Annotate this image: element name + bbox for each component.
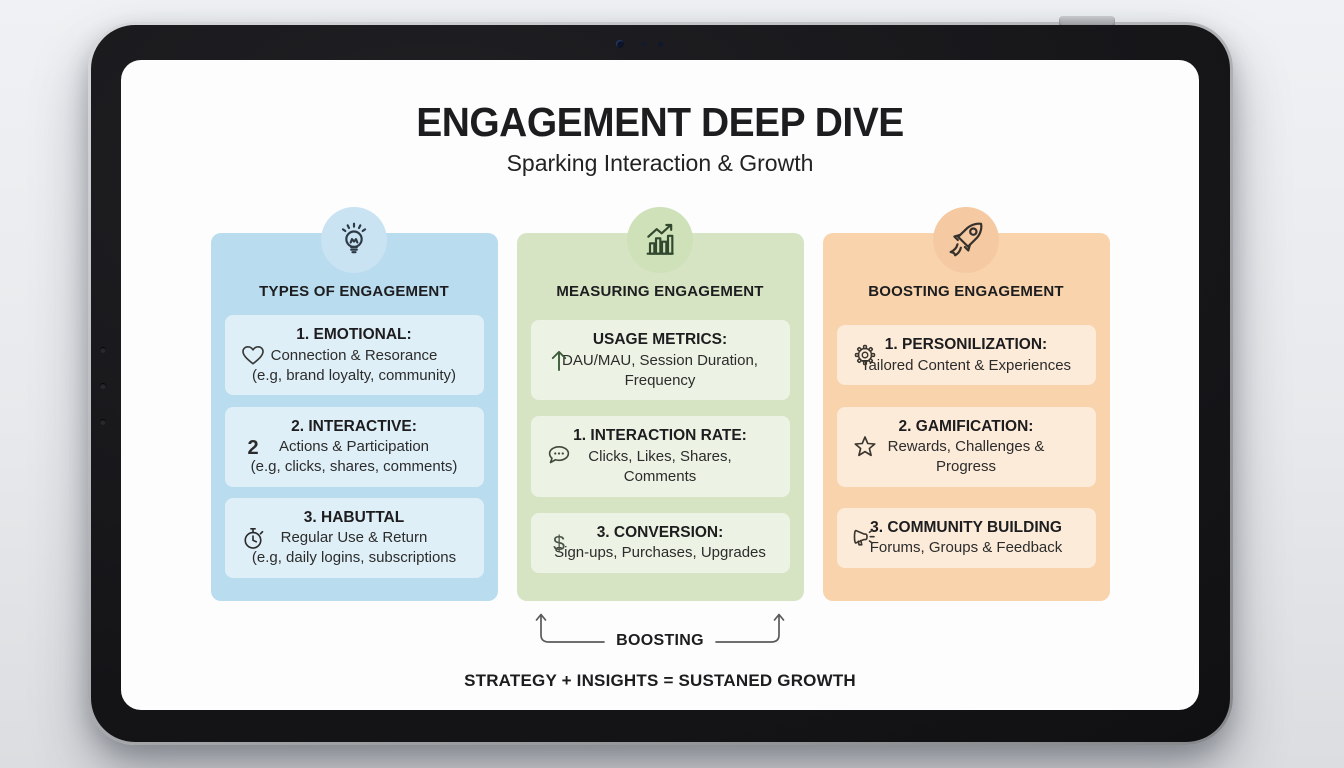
card-line: Forums, Groups & Feedback <box>869 539 1063 557</box>
card-title: 2. INTERACTIVE: <box>291 417 417 435</box>
page-subtitle: Sparking Interaction & Growth <box>506 150 814 177</box>
card-title: 2. GAMIFICATION: <box>898 417 1034 435</box>
column-header: TYPES OF ENGAGEMENT <box>259 283 449 301</box>
tablet-screen: ENGAGEMENT DEEP DIVE Sparking Interactio… <box>121 60 1199 710</box>
column-boosting-engagement: BOOSTING ENGAGEMENT 1. PERSONILIZATION: … <box>822 207 1110 602</box>
arrow-up-icon <box>544 345 574 375</box>
card-emotional: 1. EMOTIONAL: Connection & Resorance (e.… <box>224 315 484 396</box>
card-conversion: 3. CONVERSION: Sign-ups, Purchases, Upgr… <box>530 512 790 573</box>
card-personalization: 1. PERSONILIZATION: Tailored Content & E… <box>836 325 1096 386</box>
column-header: MEASURING ENGAGEMENT <box>556 283 764 301</box>
boosting-callout: BOOSTING <box>121 606 1199 650</box>
card-title: USAGE METRICS: <box>592 331 728 349</box>
speech-bubble-icon <box>544 441 574 471</box>
camera-lens <box>615 40 624 48</box>
boosting-label: BOOSTING <box>616 632 704 650</box>
column-icon-circle <box>627 207 693 274</box>
number-2-icon <box>238 432 268 462</box>
column-measuring-engagement: MEASURING ENGAGEMENT USAGE METRICS: DAU/… <box>516 207 804 602</box>
card-line: Sign-ups, Purchases, Upgrades <box>554 544 766 562</box>
growth-chart-icon <box>640 220 680 260</box>
megaphone-icon <box>850 523 880 553</box>
camera-sensor <box>657 42 663 47</box>
curved-arrow-up-left-icon <box>535 613 605 643</box>
card-line: Clicks, Likes, Shares, Comments <box>588 447 732 485</box>
curved-arrow-up-right-icon <box>715 613 785 643</box>
card-interactive: 2. INTERACTIVE: Actions & Participation … <box>224 406 484 487</box>
card-line: Connection & Resorance <box>270 346 438 364</box>
gear-icon <box>850 340 880 370</box>
tablet-device: ENGAGEMENT DEEP DIVE Sparking Interactio… <box>88 16 1233 745</box>
side-microphone-dots <box>100 347 106 451</box>
card-interaction-rate: 1. INTERACTION RATE: Clicks, Likes, Shar… <box>530 416 790 497</box>
card-title: 3. COMMUNITY BUILDING <box>870 518 1062 536</box>
card-line: (e.g, daily logins, subscriptions <box>251 549 457 567</box>
footer-formula: STRATEGY + INSIGHTS = SUSTANED GROWTH <box>464 671 856 691</box>
columns-row: TYPES OF ENGAGEMENT 1. EMOTIONAL: Connec… <box>121 207 1199 602</box>
heart-icon <box>238 340 268 370</box>
card-title: 1. PERSONILIZATION: <box>884 336 1048 354</box>
card-line: Rewards, Challenges & Progress <box>887 438 1045 475</box>
card-community-building: 3. COMMUNITY BUILDING Forums, Groups & F… <box>836 507 1096 568</box>
column-icon-circle <box>321 207 387 274</box>
camera-sensor <box>641 42 647 47</box>
column-header: BOOSTING ENGAGEMENT <box>868 283 1064 301</box>
card-line: DAU/MAU, Session Duration, Frequency <box>562 351 758 389</box>
card-line: (e.g, clicks, shares, comments) <box>250 457 458 475</box>
card-usage-metrics: USAGE METRICS: DAU/MAU, Session Duration… <box>530 320 790 401</box>
front-camera <box>615 39 706 49</box>
card-line: Tailored Content & Experiences <box>860 356 1072 374</box>
card-title: 1. INTERACTION RATE: <box>573 427 747 445</box>
card-title: 3. CONVERSION: <box>596 523 724 541</box>
card-line: Actions & Participation <box>278 438 430 455</box>
card-habitual: 3. HABUTTAL Regular Use & Return (e.g, d… <box>224 497 484 578</box>
card-gamification: 2. GAMIFICATION: Rewards, Challenges & P… <box>836 406 1096 487</box>
rocket-icon <box>946 220 986 260</box>
page-title: ENGAGEMENT DEEP DIVE <box>416 99 904 145</box>
column-types-of-engagement: TYPES OF ENGAGEMENT 1. EMOTIONAL: Connec… <box>210 207 498 602</box>
card-line: (e.g, brand loyalty, community) <box>252 366 456 384</box>
star-icon <box>850 432 880 462</box>
dollar-icon <box>544 528 574 558</box>
stopwatch-icon <box>238 523 268 553</box>
card-line: Regular Use & Return <box>280 529 428 547</box>
card-title: 1. EMOTIONAL: <box>296 326 412 344</box>
column-icon-circle <box>933 207 999 274</box>
tablet-bezel: ENGAGEMENT DEEP DIVE Sparking Interactio… <box>91 25 1230 742</box>
lightbulb-icon <box>334 220 374 260</box>
card-title: 3. HABUTTAL <box>303 508 405 526</box>
